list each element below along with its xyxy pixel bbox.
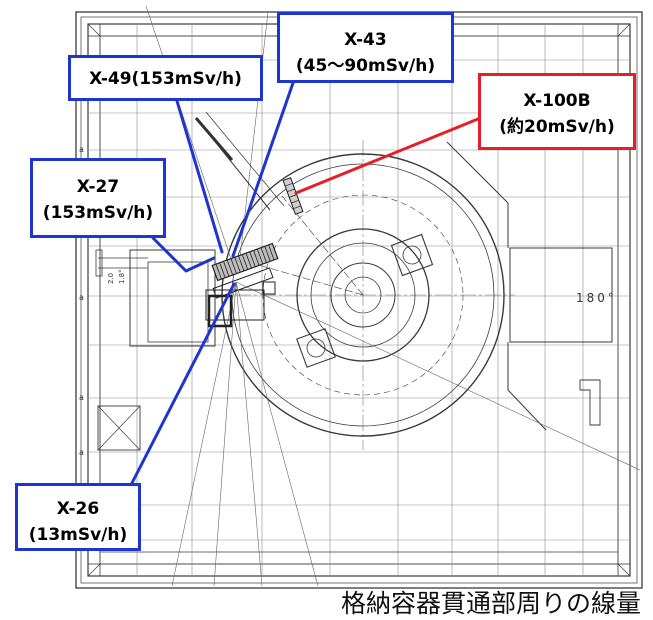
hatch-line [291,199,299,204]
x26-dose-rate: (13mSv/h) [28,525,128,545]
hatch-line [285,183,293,187]
hatch-opening [390,233,434,277]
equipment-frame [205,289,265,321]
hatch-line [230,258,237,274]
hatch-opening [296,328,336,368]
hatch-opening-circle [402,245,422,265]
hatch-line [223,261,230,277]
l-shaped-structure [579,379,601,426]
x26-leader-line [130,282,236,485]
grid-marker: a [79,145,84,154]
x43-callout: X-43 (45～90mSv/h) [277,12,454,83]
hatch-line [289,194,297,198]
grid-marker: a [79,393,84,402]
grid-marker: a [79,448,84,457]
floor-ring-circle [262,194,464,396]
penetration-lower-sleeve [212,267,274,299]
x27-callout: X-27 (153mSv/h) [30,158,166,238]
reactor-vessel-circle [330,262,396,328]
x27-penetration-name: X-27 [76,177,120,197]
construction-line [213,281,237,587]
x49-callout: X-49(153mSv/h) [68,55,263,101]
hatch-line [253,250,260,266]
shell-chamfer-line [507,342,547,431]
pipe-end [95,249,103,277]
hatch-line [287,188,295,193]
shield-room-inner [147,261,209,343]
grid-marker: a [79,293,84,302]
hatch-line [241,254,249,270]
shield-room-outer [129,249,216,347]
x26-penetration-name: X-26 [56,499,100,519]
corner-chamfer-line [87,563,101,577]
hatch-line [215,263,222,280]
equipment-block [207,294,233,328]
penetration-sleeve [211,242,279,282]
right-structures [509,247,613,426]
corner-block [87,23,101,37]
hatch-line [238,255,245,272]
equipment-small-box [262,281,276,295]
x27-leader-line [151,236,216,273]
hatch-opening-frame [390,233,434,277]
pipe-label: 1.8° [118,269,126,284]
figure-caption: 格納容器貫通部周りの線量 [340,589,641,618]
construction-line [171,281,237,587]
shell-chamfer-line [446,141,509,248]
x49-label: X-49(153mSv/h) [89,69,242,89]
pedestal-inner-circle [310,242,416,348]
hatch-line [226,259,234,276]
hatch-line [260,247,267,263]
corner-chamfer-line [617,563,631,577]
construction-line [235,281,319,587]
right-room [509,247,613,343]
hatch-line [264,246,271,262]
penetration-equipment [205,177,304,328]
construction-line [239,11,269,259]
rod-dark-segment [194,117,234,161]
hatch-line [256,248,264,265]
hatch-line [293,205,301,209]
leader-lines [130,81,480,485]
angle-label: 180° [576,291,617,305]
construction-line [235,281,641,471]
diagonal-rods [194,111,285,211]
pipe-label: 2.0 [107,273,115,284]
containment-vessel [221,141,547,437]
hatch-opening-circle [306,338,326,358]
x100b-callout: X-100B (約20mSv/h) [478,73,636,150]
pedestal-outer-circle [296,228,430,362]
construction-lines [145,5,641,587]
hatch-line [249,251,256,267]
corner-chamfer-line [617,23,631,37]
corner-block [617,23,631,37]
corner-chamfer-line [87,23,101,37]
corner-block [617,563,631,577]
hatch-line [245,252,252,269]
hatch-opening-frame [296,328,336,368]
x43-dose-rate: (45～90mSv/h) [295,56,436,76]
x27-dose-rate: (153mSv/h) [42,203,154,223]
hatch-line [219,262,226,278]
x100b-penetration [282,177,304,215]
construction-line [145,5,235,269]
equipment-square [97,405,141,451]
hatch-line [268,244,275,261]
x43-penetration-name: X-43 [344,30,387,50]
x100b-leader-line [294,117,480,195]
x100b-penetration-name: X-100B [523,91,591,111]
x43-leader-line [231,81,295,258]
x100b-dose-rate: (約20mSv/h) [499,117,615,137]
x49-leader-line [175,99,224,254]
corner-block [87,563,101,577]
x26-callout: X-26 (13mSv/h) [15,483,141,551]
penetration-lower-sleeve-body [212,267,274,299]
equipment-square-diagonal [97,405,141,451]
construction-line [235,281,263,587]
rod-line [205,111,285,207]
radial-line [247,261,364,296]
reactor-core-circle [344,276,382,314]
hatch-line [234,257,241,273]
